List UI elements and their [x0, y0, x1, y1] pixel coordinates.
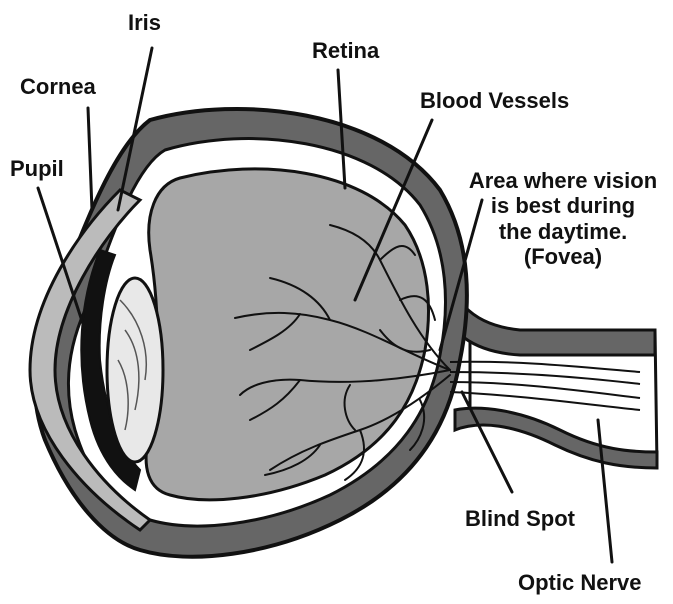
fovea-label-line-1: Area where vision — [458, 168, 668, 193]
cornea-leader-line — [88, 108, 92, 210]
cornea-label: Cornea — [20, 74, 96, 99]
fovea-label-line-2: is best during — [458, 193, 668, 218]
lens-shape — [107, 278, 163, 462]
blind-spot-label: Blind Spot — [465, 506, 575, 531]
fovea-label-line-3: the daytime. — [458, 219, 668, 244]
fovea-label-line-4: (Fovea) — [458, 244, 668, 269]
iris-label: Iris — [128, 10, 161, 35]
fovea-label: Area where vision is best during the day… — [458, 168, 668, 269]
pupil-label: Pupil — [10, 156, 64, 181]
optic-nerve-label: Optic Nerve — [518, 570, 642, 595]
blood-vessels-label: Blood Vessels — [420, 88, 569, 113]
retina-label: Retina — [312, 38, 379, 63]
